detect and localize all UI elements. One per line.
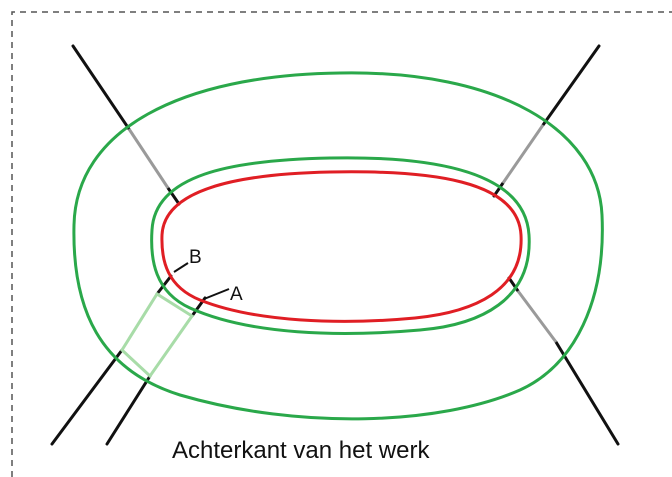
grey-segment-upper-left [127, 128, 170, 189]
pointer-line-a [203, 288, 230, 300]
line-upper-right-inner [492, 181, 505, 198]
line-lower-left-a-outer [105, 374, 152, 446]
line-lower-right-outer [554, 340, 620, 446]
outer-ring [72, 71, 604, 421]
caption-text: Achterkant van het werk [172, 437, 430, 464]
label-a: A [230, 284, 243, 305]
label-b: B [189, 247, 202, 268]
line-upper-left-inner [166, 186, 181, 206]
inner-ring [150, 156, 531, 335]
pointer-line-b [173, 262, 189, 273]
dashed-border [11, 11, 672, 477]
grey-segment-lower-right [516, 290, 558, 343]
line-upper-left-outer [71, 44, 131, 131]
crossing-lines [50, 44, 620, 446]
light-green-frame [120, 291, 195, 379]
grey-segment-upper-right [501, 124, 545, 184]
line-upper-right-outer [541, 44, 601, 127]
line-lower-left-b-outer [50, 348, 124, 446]
red-outline [160, 170, 523, 323]
grey-segments [127, 124, 558, 343]
